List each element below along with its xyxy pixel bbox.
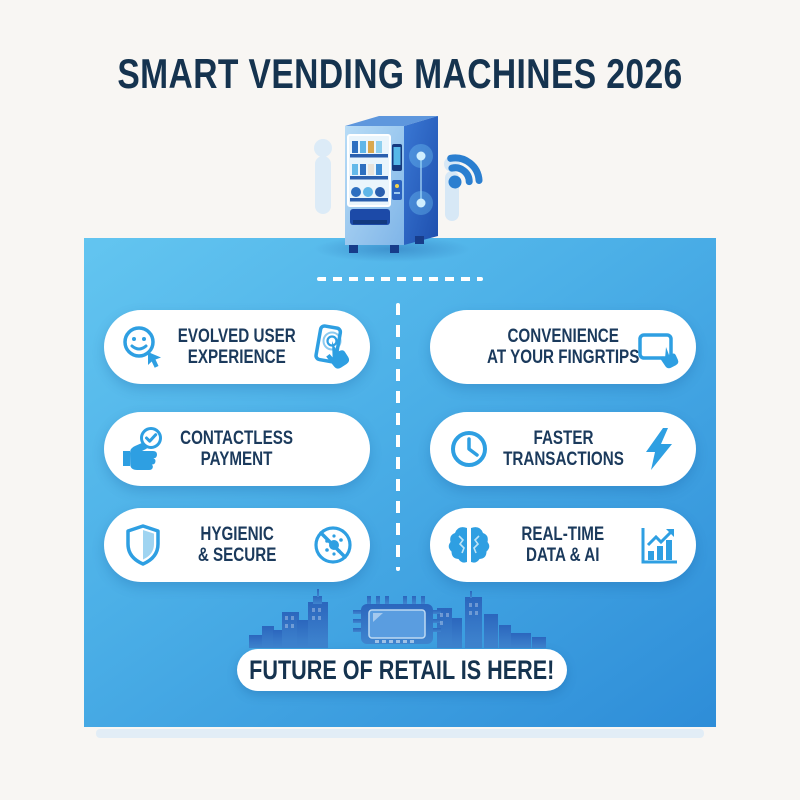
feature-card-convenience-fingertips: CONVENIENCE AT YOUR FINGRTIPS [430, 310, 696, 384]
lightning-icon [635, 425, 683, 473]
tablet-touch-icon [635, 323, 683, 371]
hand-check-icon [119, 425, 167, 473]
smart-city-skyline [249, 589, 546, 648]
feature-label: HYGIENIC & SECURE [197, 523, 277, 566]
machine-keypad [392, 180, 402, 200]
chip-screen [368, 609, 426, 639]
feature-label: REAL-TIME DATA & AI [521, 523, 605, 566]
horizontal-dashed-divider [317, 277, 483, 281]
phone-touch-icon [309, 323, 357, 371]
chart-growth-icon [635, 521, 683, 569]
vertical-dashed-divider [396, 303, 400, 571]
page-title: SMART VENDING MACHINES 2026 [117, 50, 683, 97]
bottom-banner: FUTURE OF RETAIL IS HERE! [237, 649, 567, 691]
clock-icon [445, 425, 493, 473]
shield-icon [119, 521, 167, 569]
feature-card-real-time-data-ai: REAL-TIME DATA & AI [430, 508, 696, 582]
panel-reflection [96, 729, 704, 738]
vending-machine [345, 116, 438, 253]
feature-card-evolved-user-experience: EVOLVED USER EXPERIENCE [104, 310, 370, 384]
feature-card-faster-transactions: FASTER TRANSACTIONS [430, 412, 696, 486]
brain-icon [445, 521, 493, 569]
wifi-signal-icon [447, 154, 483, 189]
vending-machine-illustration [314, 116, 483, 262]
feature-label: CONTACTLESS PAYMENT [180, 427, 294, 470]
feature-label: FASTER TRANSACTIONS [502, 427, 624, 470]
feature-card-contactless-payment: CONTACTLESS PAYMENT [104, 412, 370, 486]
feature-card-hygienic-secure: HYGIENIC & SECURE [104, 508, 370, 582]
feature-label: CONVENIENCE AT YOUR FINGRTIPS [486, 325, 640, 368]
no-germs-icon [309, 521, 357, 569]
shelf-products [350, 141, 388, 202]
smiley-cursor-icon [119, 323, 167, 371]
feature-label: EVOLVED USER EXPERIENCE [178, 325, 296, 368]
